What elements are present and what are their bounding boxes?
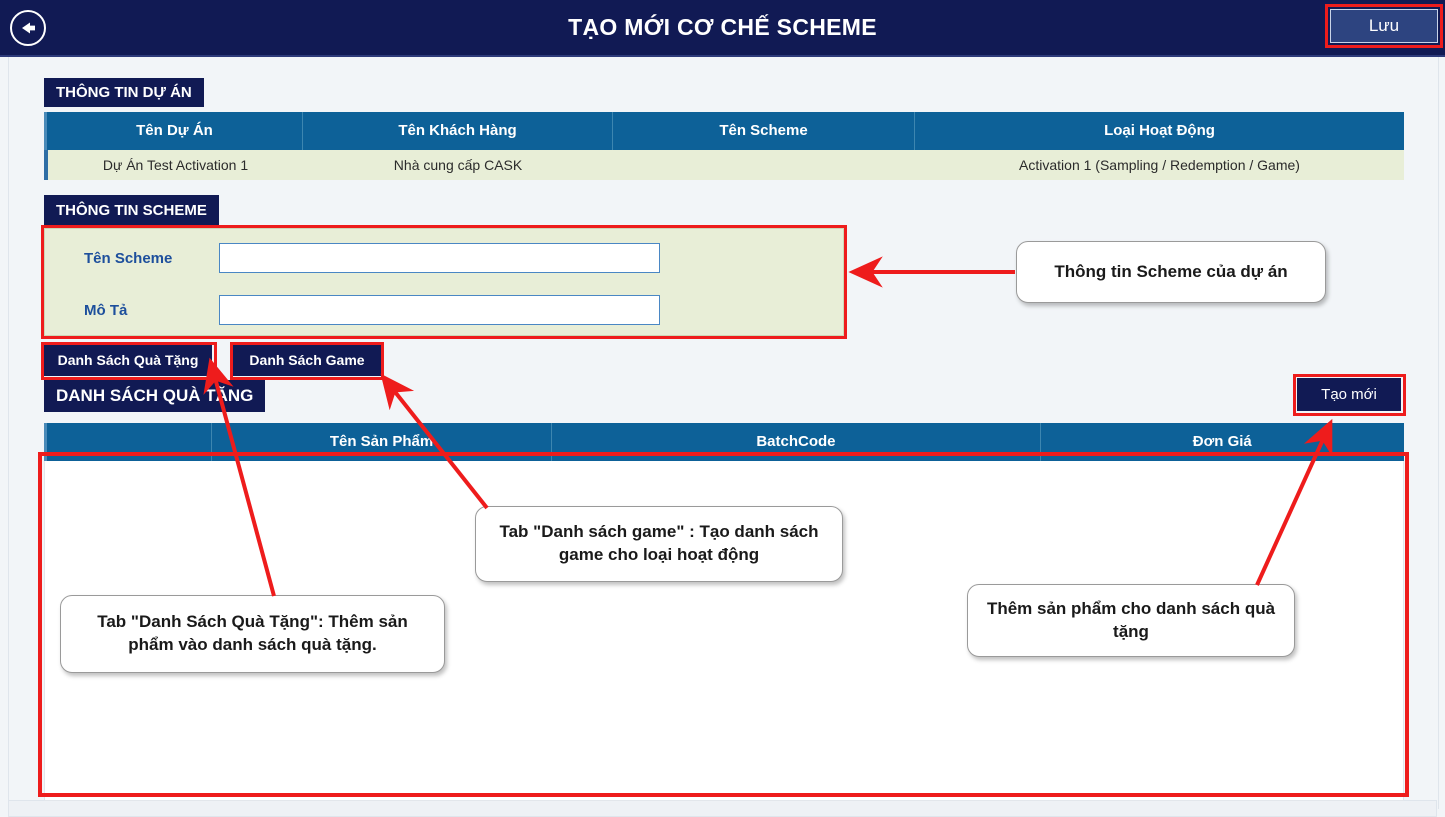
col-batchcode: BatchCode [552, 423, 1041, 461]
save-button[interactable]: Lưu [1330, 9, 1438, 43]
description-input[interactable] [219, 295, 660, 325]
col-product-name: Tên Sản Phẩm [212, 423, 553, 461]
scheme-name-label: Tên Scheme [84, 250, 173, 267]
table-row[interactable]: Dự Án Test Activation 1 Nhà cung cấp CAS… [44, 150, 1404, 180]
col-scheme-name: Tên Scheme [613, 112, 915, 150]
description-label: Mô Tả [84, 302, 128, 319]
cell-activity-type: Activation 1 (Sampling / Redemption / Ga… [1019, 157, 1300, 173]
gift-section-tag: DANH SÁCH QUÀ TẶNG [44, 380, 266, 412]
tab-danh-sach-qua-tang[interactable]: Danh Sách Quà Tặng [44, 345, 212, 376]
cell-scheme-name [613, 150, 915, 180]
cell-customer-name: Nhà cung cấp CASK [393, 157, 523, 173]
top-bar: TẠO MỚI CƠ CHẾ SCHEME Lưu [0, 0, 1445, 57]
col-unit-price: Đơn Giá [1192, 433, 1252, 450]
col-gift-blank [47, 423, 212, 461]
col-customer-name: Tên Khách Hàng [303, 112, 613, 150]
gift-table-header: Tên Sản Phẩm BatchCode Đơn Giá [44, 423, 1404, 461]
callout-game-tab: Tab "Danh sách game" : Tạo danh sách gam… [475, 506, 843, 582]
project-section-tag: THÔNG TIN DỰ ÁN [44, 78, 204, 107]
scheme-section-tag: THÔNG TIN SCHEME [44, 195, 219, 227]
callout-gift-tab: Tab "Danh Sách Quà Tặng": Thêm sản phẩm … [60, 595, 445, 673]
footer-band [8, 800, 1437, 817]
cell-project-name: Dự Án Test Activation 1 [102, 157, 249, 173]
col-project-name: Tên Dự Án [47, 112, 303, 150]
col-activity-type: Loại Hoạt Động [1104, 122, 1215, 139]
project-table-header: Tên Dự Án Tên Khách Hàng Tên Scheme Loại… [44, 112, 1404, 150]
project-info-table: Tên Dự Án Tên Khách Hàng Tên Scheme Loại… [44, 112, 1404, 180]
page-title: TẠO MỚI CƠ CHẾ SCHEME [568, 14, 877, 40]
scheme-name-input[interactable] [219, 243, 660, 273]
tab-danh-sach-game[interactable]: Danh Sách Game [233, 345, 381, 376]
back-button[interactable] [10, 10, 46, 46]
callout-add-product: Thêm sản phẩm cho danh sách quà tặng [967, 584, 1295, 657]
callout-scheme-info: Thông tin Scheme của dự án [1016, 241, 1326, 303]
create-new-button[interactable]: Tạo mới [1297, 378, 1401, 411]
